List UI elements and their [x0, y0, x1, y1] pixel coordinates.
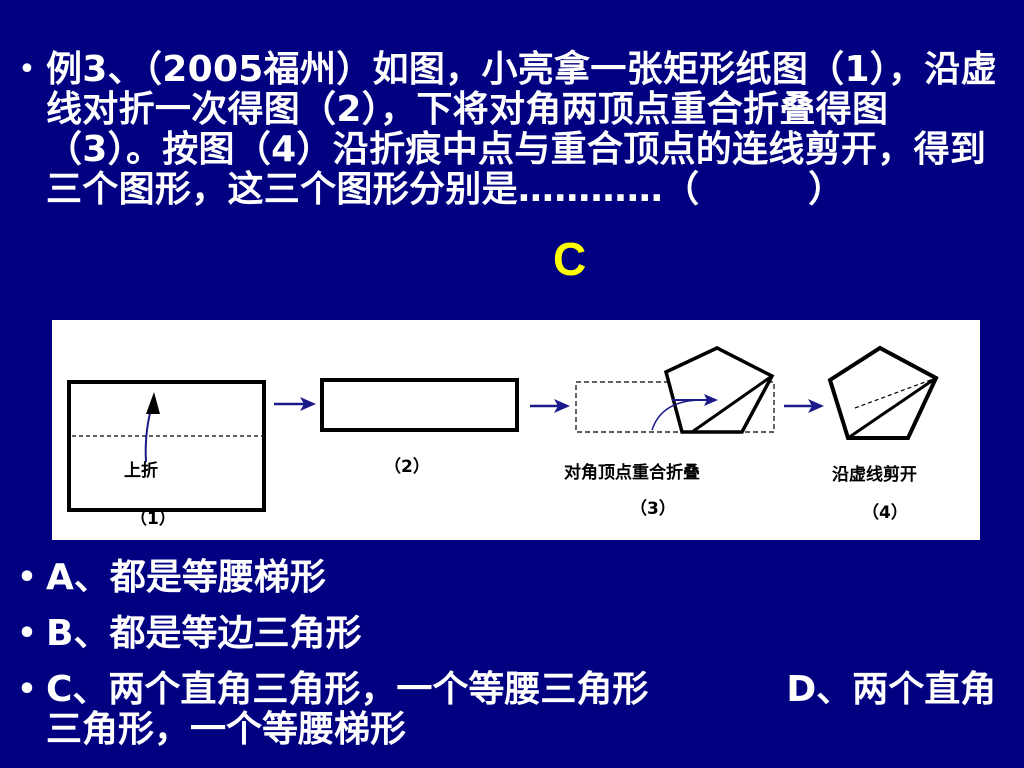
fig3-fold-crease [691, 374, 773, 434]
option-b: • B、都是等边三角形 [8, 614, 1018, 654]
fig4-shape [827, 345, 939, 440]
arrow-3-head [808, 399, 824, 413]
fig1-label: （1） [130, 508, 176, 529]
fig4-cut-line [854, 377, 937, 409]
bullet-dot: • [17, 672, 37, 707]
option-c-text: C、两个直角三角形，一个等腰三角形 [46, 669, 649, 710]
fig4-label: （4） [862, 502, 908, 523]
fig2-label: （2） [384, 456, 430, 477]
fig3-folded-shape [663, 346, 775, 434]
fig3-arrowhead [704, 394, 718, 406]
option-a: • A、都是等腰梯形 [8, 558, 1018, 598]
bullet-dot: • [18, 52, 36, 87]
folding-figure: 上折 （1） （2） 对角顶点重合折叠 （3） 沿虚线剪开 （4） [52, 320, 980, 540]
fig2-rectangle [320, 378, 519, 432]
arrow-2-head [554, 399, 570, 413]
bullet-dot: • [17, 616, 37, 651]
option-b-text: B、都是等边三角形 [46, 613, 362, 654]
bullet-dot: • [17, 560, 37, 595]
option-a-text: A、都是等腰梯形 [46, 557, 326, 598]
arrow-1-head [300, 397, 316, 411]
option-d-text: D、两个直角三角形，一个等腰梯形 [46, 669, 997, 750]
question-block: • 例3、（2005福州）如图，小亮拿一张矩形纸图（1），沿虚线对折一次得图（2… [8, 50, 1008, 210]
fig1-arrowhead [146, 392, 160, 414]
fig4-fold-line [847, 376, 937, 440]
fig3-label: （3） [630, 498, 676, 519]
fig4-caption: 沿虚线剪开 [832, 464, 917, 485]
fig3-caption: 对角顶点重合折叠 [564, 462, 700, 483]
fold-up-label: 上折 [124, 460, 158, 481]
answer-letter: C [553, 233, 587, 285]
question-text: 例3、（2005福州）如图，小亮拿一张矩形纸图（1），沿虚线对折一次得图（2），… [46, 49, 997, 210]
figure-svg: 上折 （1） （2） 对角顶点重合折叠 （3） 沿虚线剪开 （4） [67, 345, 939, 529]
fig1-rectangle [67, 380, 266, 512]
